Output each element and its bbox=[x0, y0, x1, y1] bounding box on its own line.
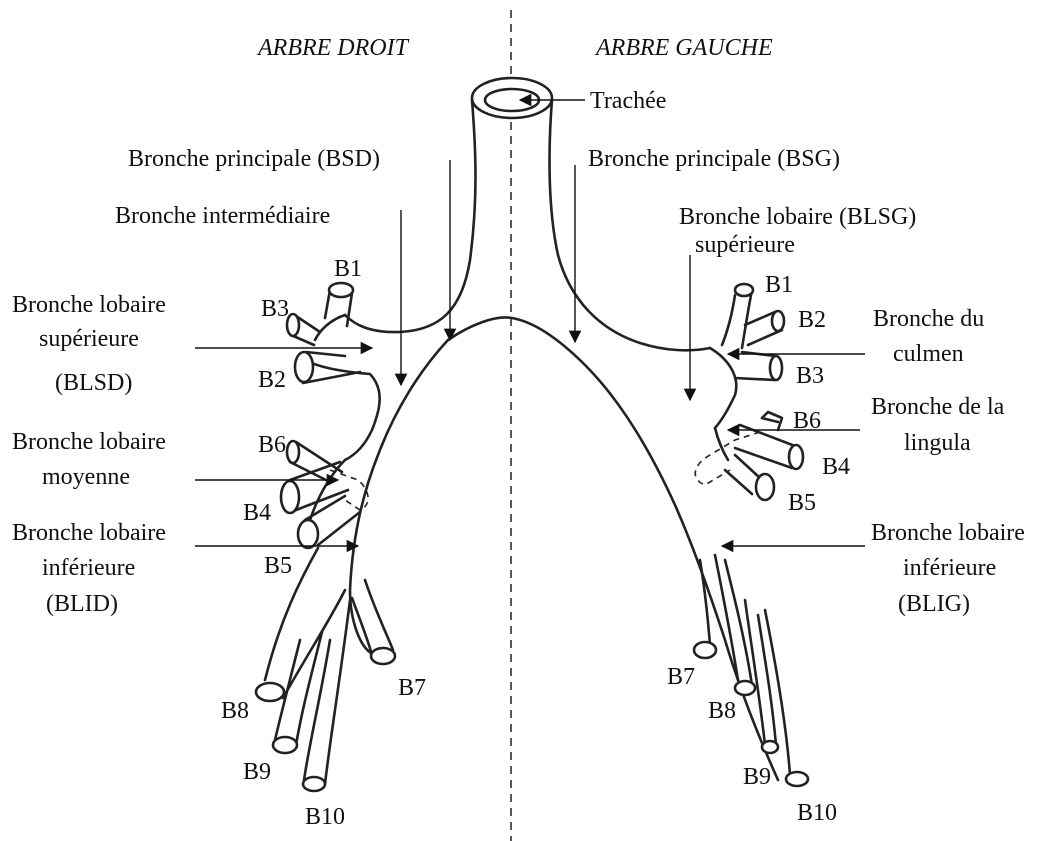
segment-right-b8: B8 bbox=[221, 698, 249, 724]
label-middle-line1: Bronche lobaire bbox=[12, 429, 166, 455]
segment-left-b7: B7 bbox=[667, 664, 695, 690]
label-blsg-line2: supérieure bbox=[695, 232, 795, 258]
title-right-tree: ARBRE DROIT bbox=[256, 35, 410, 61]
segment-right-b4: B4 bbox=[243, 500, 271, 526]
segment-right-b1: B1 bbox=[334, 256, 362, 282]
segment-left-b1: B1 bbox=[765, 272, 793, 298]
segment-left-b5: B5 bbox=[788, 490, 816, 516]
label-lingula-line2: lingula bbox=[904, 430, 971, 456]
label-blid-line3: (BLID) bbox=[46, 591, 118, 617]
label-blig-line2: inférieure bbox=[903, 555, 996, 581]
label-blig-line1: Bronche lobaire bbox=[871, 520, 1025, 546]
title-left-tree: ARBRE GAUCHE bbox=[594, 35, 773, 61]
label-blsd-line2: supérieure bbox=[39, 326, 139, 352]
label-culmen-line1: Bronche du bbox=[873, 306, 984, 332]
segment-left-b3: B3 bbox=[796, 363, 824, 389]
label-blsg-line1: Bronche lobaire (BLSG) bbox=[679, 204, 916, 230]
segment-left-b2: B2 bbox=[798, 307, 826, 333]
segment-left-b9: B9 bbox=[743, 764, 771, 790]
segment-right-b5: B5 bbox=[264, 553, 292, 579]
right-tree-drawing bbox=[256, 283, 395, 791]
label-middle-line2: moyenne bbox=[42, 464, 130, 490]
segment-left-b4: B4 bbox=[822, 454, 850, 480]
label-intermediate: Bronche intermédiaire bbox=[115, 203, 330, 229]
segment-left-b10: B10 bbox=[797, 800, 837, 826]
label-blsd-line3: (BLSD) bbox=[55, 370, 132, 396]
label-culmen-line2: culmen bbox=[893, 341, 964, 367]
segment-right-b9: B9 bbox=[243, 759, 271, 785]
segment-right-b7: B7 bbox=[398, 675, 426, 701]
label-trachea: Trachée bbox=[590, 88, 666, 114]
label-bsg: Bronche principale (BSG) bbox=[588, 146, 840, 172]
label-blsd-line1: Bronche lobaire bbox=[12, 292, 166, 318]
label-blid-line2: inférieure bbox=[42, 555, 135, 581]
segment-right-b2: B2 bbox=[258, 367, 286, 393]
segment-right-b3: B3 bbox=[261, 296, 289, 322]
label-blid-line1: Bronche lobaire bbox=[12, 520, 166, 546]
segment-left-b8: B8 bbox=[708, 698, 736, 724]
label-bsd: Bronche principale (BSD) bbox=[128, 146, 380, 172]
segment-right-b6: B6 bbox=[258, 432, 286, 458]
label-blig-line3: (BLIG) bbox=[898, 591, 970, 617]
label-lingula-line1: Bronche de la bbox=[871, 394, 1005, 420]
segment-left-b6: B6 bbox=[793, 408, 821, 434]
segment-right-b10: B10 bbox=[305, 804, 345, 830]
